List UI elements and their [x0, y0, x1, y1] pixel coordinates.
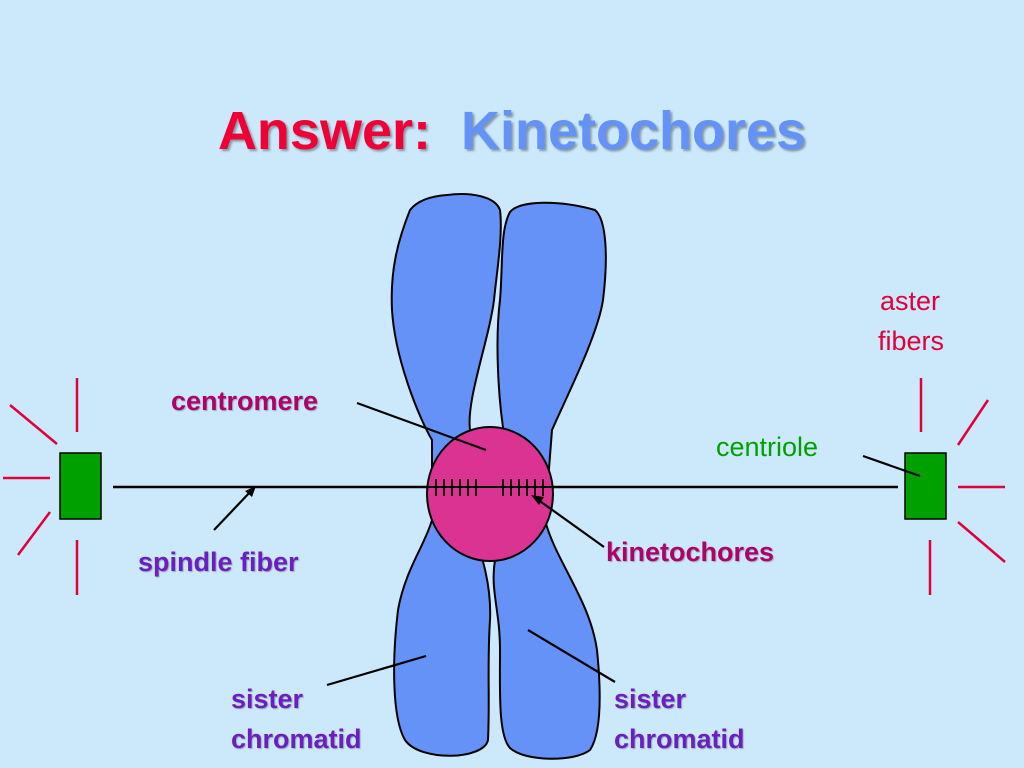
slide-title: Answer: Kinetochores — [0, 100, 1024, 162]
aster-fibers-label-line2: fibers — [878, 326, 945, 356]
spindle-fiber-arrowhead — [245, 486, 256, 497]
centriole-pointer-line — [862, 454, 921, 478]
centromere-pointer-line — [356, 401, 487, 452]
right-aster-fibers — [919, 378, 1006, 595]
centromere-label: centromere — [171, 386, 319, 416]
left-sister-chromatid-pointer-line — [326, 654, 427, 687]
right-kinetochore — [502, 479, 544, 496]
right-sister-chromatid-label-line2: chromatid — [614, 724, 745, 754]
right-centriole — [904, 452, 947, 520]
spindle-fiber-pointer-line — [213, 489, 253, 531]
centriole-label: centriole — [716, 432, 819, 462]
left-sister-chromatid-label-line2: chromatid — [231, 724, 362, 754]
centromere — [426, 426, 554, 562]
aster-fibers-label-line1: aster — [880, 286, 941, 316]
left-centriole — [59, 452, 102, 520]
kinetochores-label: kinetochores — [606, 537, 775, 567]
right-sister-chromatid-label-line1: sister — [614, 684, 687, 714]
left-kinetochore — [435, 479, 477, 496]
kinetochores-arrowhead — [531, 495, 544, 505]
title-prefix: Answer: — [217, 101, 431, 161]
kinetochores-pointer-line — [536, 498, 605, 548]
spindle-fiber-label: spindle fiber — [138, 547, 299, 577]
left-aster-fibers — [3, 378, 79, 595]
right-sister-chromatid-pointer-line — [527, 629, 616, 683]
left-sister-chromatid-label-line1: sister — [231, 684, 304, 714]
title-term: Kinetochores — [460, 101, 807, 161]
right-sister-chromatid — [492, 201, 607, 760]
